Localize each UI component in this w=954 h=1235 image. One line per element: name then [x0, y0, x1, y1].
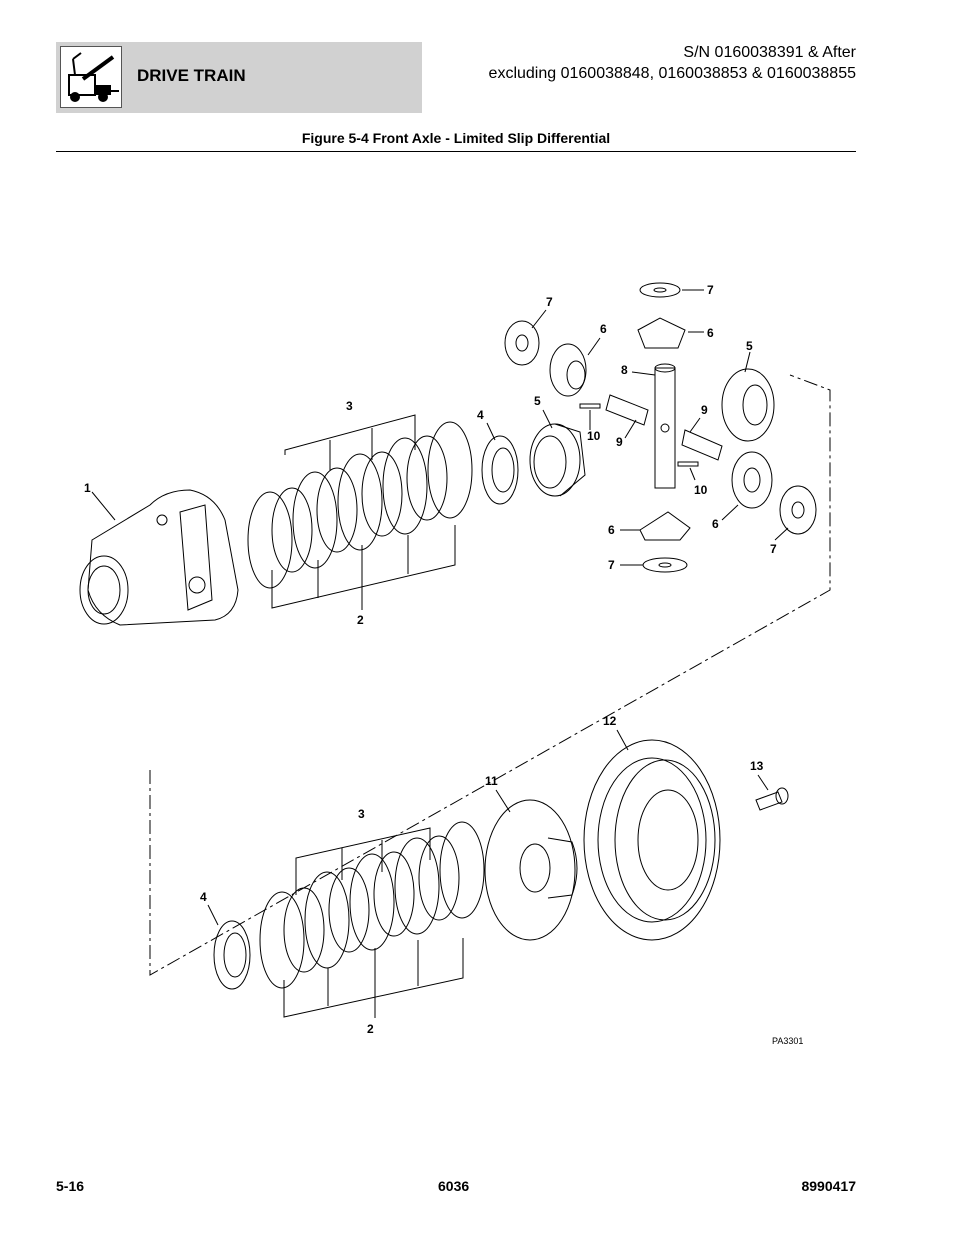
header-box: DRIVE TRAIN: [56, 42, 422, 113]
callout-2b: 2: [367, 1022, 374, 1036]
differential-case-half: [484, 789, 578, 941]
telehandler-icon: [60, 46, 122, 108]
callout-5a: 5: [534, 394, 541, 408]
callout-6a: 6: [600, 322, 607, 336]
callout-7b: 7: [707, 283, 714, 297]
callout-3a: 3: [346, 399, 353, 413]
side-gear-right: [721, 351, 775, 442]
callout-3b: 3: [358, 807, 365, 821]
thrust-washer-7a: [504, 309, 547, 366]
serial-line-1: S/N 0160038391 & After: [683, 44, 856, 61]
pinion-gear-bottom: [620, 511, 691, 541]
callout-10a: 10: [587, 429, 601, 443]
callout-13: 13: [750, 759, 764, 773]
callout-8: 8: [621, 363, 628, 377]
serial-line-2: excluding 0160038848, 0160038853 & 01600…: [488, 65, 856, 82]
thrust-washer-lower: [207, 904, 251, 990]
callout-9b: 9: [701, 403, 708, 417]
callout-4a: 4: [477, 408, 484, 422]
callout-5b: 5: [746, 339, 753, 353]
ring-gear-bolt: [755, 774, 789, 811]
page-number: 5-16: [56, 1178, 85, 1194]
callout-4b: 4: [200, 890, 207, 904]
pinion-gear-lower-right: [721, 451, 773, 521]
thrust-washer-7c: [774, 485, 817, 541]
callout-2a: 2: [357, 613, 364, 627]
callout-6c: 6: [608, 523, 615, 537]
pinion-shaft-left: [605, 394, 649, 439]
roll-pin-left: [579, 403, 601, 430]
figure-code: PA3301: [772, 1036, 803, 1046]
callout-7d: 7: [608, 558, 615, 572]
header-rule: [56, 151, 856, 152]
pinion-gear-top: [637, 317, 704, 349]
roll-pin-right: [677, 461, 699, 481]
serial-range: S/N 0160038391 & After excluding 0160038…: [489, 42, 856, 84]
callout-9a: 9: [616, 435, 623, 449]
clutch-pack-upper: [247, 414, 473, 610]
callout-6b: 6: [707, 326, 714, 340]
figure-title: Figure 5-4 Front Axle - Limited Slip Dif…: [301, 130, 611, 146]
clutch-pack-lower: [259, 821, 485, 1018]
pinion-gear-upper-left: [549, 337, 601, 397]
callout-10b: 10: [694, 483, 708, 497]
callout-11: 11: [485, 774, 498, 788]
thrust-washer-7d: [620, 557, 688, 573]
cross-shaft: [631, 363, 676, 489]
pinion-shaft-right: [681, 417, 723, 461]
section-title: DRIVE TRAIN: [137, 66, 246, 85]
document-number: 8990417: [801, 1178, 856, 1194]
thrust-washer-upper: [481, 422, 519, 505]
callout-7c: 7: [770, 542, 777, 556]
thrust-washer-7b: [639, 282, 704, 298]
callout-7a: 7: [546, 295, 553, 309]
side-gear-left: [529, 409, 586, 497]
ring-gear: [583, 729, 721, 941]
callout-6d: 6: [712, 517, 719, 531]
differential-case: [79, 489, 239, 626]
callout-1: 1: [84, 481, 91, 495]
assembly-boundary-line: [149, 374, 831, 976]
model-number: 6036: [438, 1178, 470, 1194]
callout-12: 12: [603, 714, 617, 728]
